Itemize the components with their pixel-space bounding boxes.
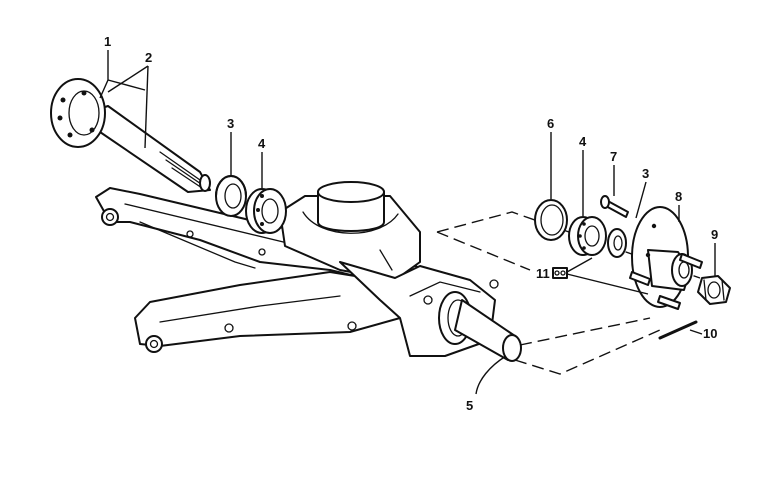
- callout-8: 8: [675, 189, 682, 204]
- oil-seal-part-3-left: [215, 175, 247, 217]
- callout-3-right: 3: [642, 166, 649, 181]
- leader-lines: [99, 50, 716, 395]
- callout-9: 9: [711, 227, 718, 242]
- stub-axle-part-5: [454, 299, 522, 362]
- callout-10: 10: [703, 326, 717, 341]
- callout-1: 1: [104, 34, 111, 49]
- callout-2: 2: [145, 50, 152, 65]
- callout-4-left: 4: [258, 136, 266, 151]
- ball-bearing-part-4-right: [568, 216, 607, 256]
- callout-labels: 1 2 3 4 5 6 4 7 3 8 9 10 11: [104, 34, 718, 413]
- callout-4-right: 4: [579, 134, 587, 149]
- circlip-part-6: [534, 199, 568, 241]
- callout-7: 7: [610, 149, 617, 164]
- cotter-pin-part-10: [658, 320, 698, 340]
- callout-3-left: 3: [227, 116, 234, 131]
- wheel-hub-part-8: [629, 206, 703, 310]
- wheel-bolt-part-7: [600, 195, 629, 218]
- ball-bearing-part-4-left: [245, 188, 287, 234]
- spacer-part-11: [552, 267, 568, 279]
- castle-nut-part-9: [697, 275, 731, 305]
- trailing-arm-housing: [95, 181, 499, 357]
- assembly-outline-dashed: [436, 211, 701, 375]
- callout-5: 5: [466, 398, 473, 413]
- callout-6: 6: [547, 116, 554, 131]
- oil-seal-part-3-right: [607, 228, 627, 258]
- callout-11: 11: [536, 266, 550, 281]
- axle-flange-part-1: [50, 78, 106, 148]
- axle-shaft-part-2: [95, 105, 211, 193]
